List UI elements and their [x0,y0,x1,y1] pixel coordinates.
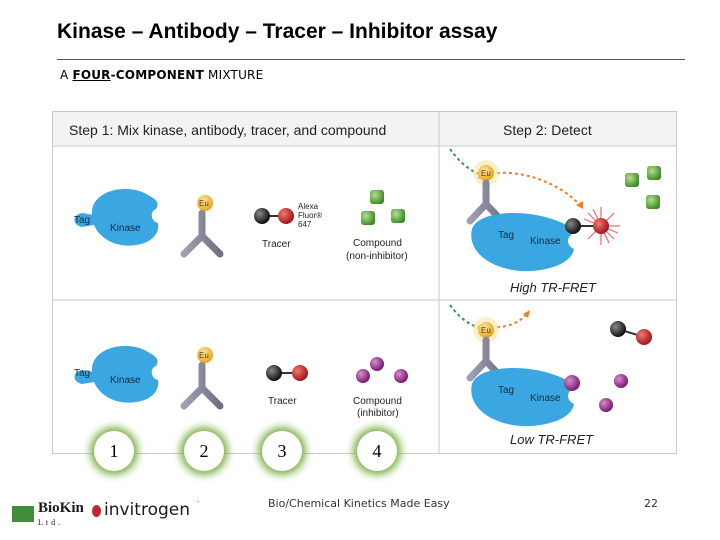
footer-tagline: Bio/Chemical Kinetics Made Easy [268,497,450,510]
eu-label-row2: Eu [199,351,209,360]
biokin-mark-icon [12,506,34,522]
antibody-row2: Eu [180,347,224,410]
figure-frame [52,111,677,454]
invitrogen-logo: invitrogen [94,500,190,520]
page-number: 22 [644,497,658,510]
step2-label: Step 2: Detect [503,122,592,138]
kinase-label-detect: Kinase [530,236,561,247]
eu-label-detect: Eu [481,169,491,178]
tag-label-row2: Tag [74,368,90,379]
subtitle-prefix: A [60,68,73,82]
antibody-row1: Eu [180,195,224,258]
kinase-label-low: Kinase [530,393,561,404]
slide-subtitle: A FOUR-COMPONENT MIXTURE [60,68,263,82]
compound-label-row2: Compound [353,396,402,407]
footer-dot: . [197,494,200,504]
alexa-line3: 647 [298,220,312,229]
tracer-row2: Tracer [266,365,308,407]
non-inhibitor-label: (non-inhibitor) [346,251,408,262]
tag-label-detect: Tag [498,230,514,241]
tracer-label-row2: Tracer [268,396,297,407]
tracer-row1: Alexa Fluor® 647 Tracer [254,202,322,250]
compound-label: Compound [353,238,402,249]
component-4-marker: 4 [357,431,397,471]
biokin-ltd: Ltd. [38,518,64,527]
alexa-line2: Fluor® [298,211,322,220]
component-3-marker: 3 [262,431,302,471]
tracer-label: Tracer [262,239,291,250]
inhibitor-label: (inhibitor) [357,408,399,419]
invitrogen-name: invitrogen [104,500,190,520]
kinase-row2: Tag Kinase [74,345,159,403]
biokin-logo: BioKin Ltd. [12,499,90,529]
slide-title: Kinase – Antibody – Tracer – Inhibitor a… [57,20,498,43]
inhibitor-compound: Compound (inhibitor) [353,357,408,419]
eu-label-low: Eu [481,326,491,335]
low-fret-label: Low TR-FRET [510,432,594,447]
subtitle-suffix: MIXTURE [204,68,264,82]
tag-label-low: Tag [498,385,514,396]
eu-label: Eu [199,199,209,208]
kinase-label: Kinase [110,223,141,234]
biokin-name: BioKin [38,500,84,516]
component-2-marker: 2 [184,431,224,471]
high-fret-label: High TR-FRET [510,280,597,295]
subtitle-component: -COMPONENT [110,68,205,82]
detect-complex-high: Eu Tag Kinase High TR-FRET [449,148,661,295]
component-1-marker: 1 [94,431,134,471]
tag-label: Tag [74,215,90,226]
non-inhibitor-compound: Compound (non-inhibitor) [346,190,408,262]
figure-header-band [53,112,676,146]
step1-label: Step 1: Mix kinase, antibody, tracer, an… [69,122,386,138]
alexa-line1: Alexa [298,202,319,211]
subtitle-four: FOUR [72,68,111,82]
invitrogen-drop-icon [92,505,101,517]
assay-diagram: Step 1: Mix kinase, antibody, tracer, an… [52,111,677,454]
detect-complex-low: Eu Tag Kinase Low TR-FRET [449,304,652,447]
kinase-label-row2: Kinase [110,375,141,386]
kinase-row1: Tag Kinase [74,188,159,246]
title-divider [57,59,685,60]
